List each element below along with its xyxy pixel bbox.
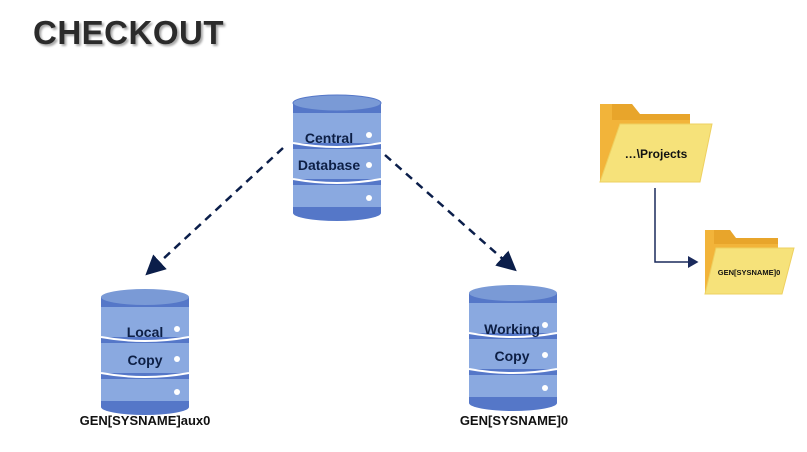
central-database: Central Database bbox=[292, 94, 382, 221]
central-db-label-line2: Database bbox=[298, 157, 360, 173]
local-copy-database: Local Copy GEN[SYSNAME]aux0 bbox=[80, 289, 211, 428]
database-icon bbox=[292, 94, 382, 221]
status-dot bbox=[542, 385, 548, 391]
folder-connector bbox=[654, 188, 699, 268]
status-dot bbox=[366, 195, 372, 201]
working-db-label-line2: Copy bbox=[495, 348, 530, 364]
status-dot bbox=[366, 132, 372, 138]
working-db-caption: GEN[SYSNAME]0 bbox=[460, 413, 568, 428]
gen-sysname-folder-label: GEN[SYSNAME]0 bbox=[718, 268, 781, 277]
projects-folder-label: …\Projects bbox=[625, 147, 688, 161]
gen-sysname-folder: GEN[SYSNAME]0 bbox=[704, 230, 795, 295]
folder-icon bbox=[599, 104, 713, 183]
working-copy-database: Working Copy GEN[SYSNAME]0 bbox=[460, 285, 568, 428]
local-db-label-line1: Local bbox=[127, 324, 164, 340]
projects-folder: …\Projects bbox=[599, 104, 713, 183]
database-icon bbox=[468, 285, 558, 411]
central-db-label-line1: Central bbox=[305, 130, 353, 146]
status-dot bbox=[366, 162, 372, 168]
working-db-label-line1: Working bbox=[484, 321, 540, 337]
arrow-central-to-working bbox=[384, 154, 517, 272]
local-db-label-line2: Copy bbox=[128, 352, 163, 368]
local-db-caption: GEN[SYSNAME]aux0 bbox=[80, 413, 211, 428]
folder-icon bbox=[704, 230, 795, 295]
page-title: CHECKOUT bbox=[33, 14, 224, 51]
status-dot bbox=[174, 326, 180, 332]
status-dot bbox=[174, 389, 180, 395]
status-dot bbox=[542, 322, 548, 328]
status-dot bbox=[542, 352, 548, 358]
database-icon bbox=[100, 289, 190, 415]
status-dot bbox=[174, 356, 180, 362]
arrow-central-to-local bbox=[145, 147, 284, 276]
